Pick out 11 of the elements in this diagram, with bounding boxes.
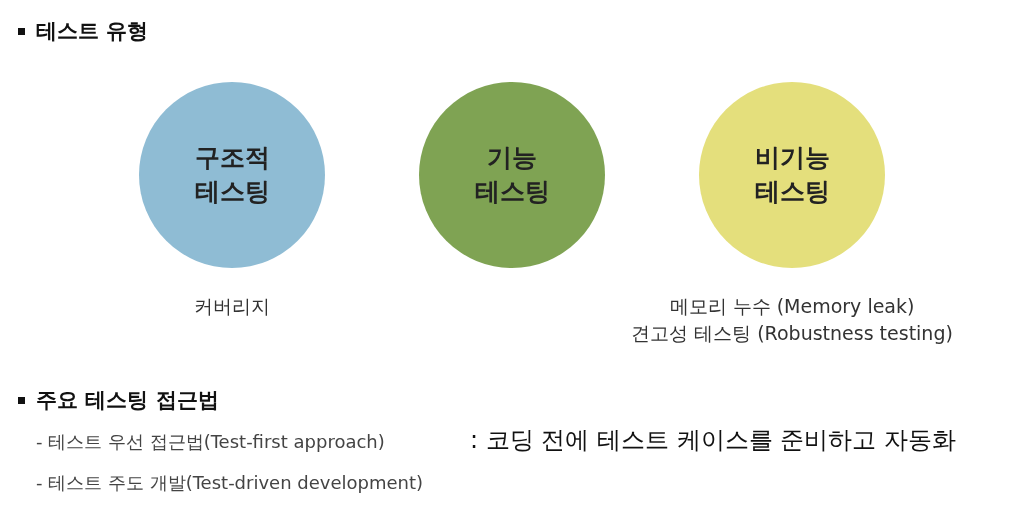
circle-label: 비기능 테스팅: [753, 142, 831, 208]
node-label: 메모리 누수 (Memory leak): [669, 294, 915, 319]
list-item: - 테스트 주도 개발(Test-driven development): [36, 471, 424, 495]
node-label: 견고성 테스팅 (Robustness testing): [631, 321, 953, 346]
heading: 주요 테스팅 접근법: [36, 387, 219, 414]
heading: 테스트 유형: [36, 18, 149, 45]
circle-label: 구조적 테스팅: [193, 142, 271, 208]
node-label: 커버리지: [194, 294, 270, 319]
description: : 코딩 전에 테스트 케이스를 준비하고 자동화: [470, 425, 956, 456]
circle-label: 기능 테스팅: [473, 142, 551, 208]
list-item: - 테스트 우선 접근법(Test-first approach): [36, 430, 385, 454]
